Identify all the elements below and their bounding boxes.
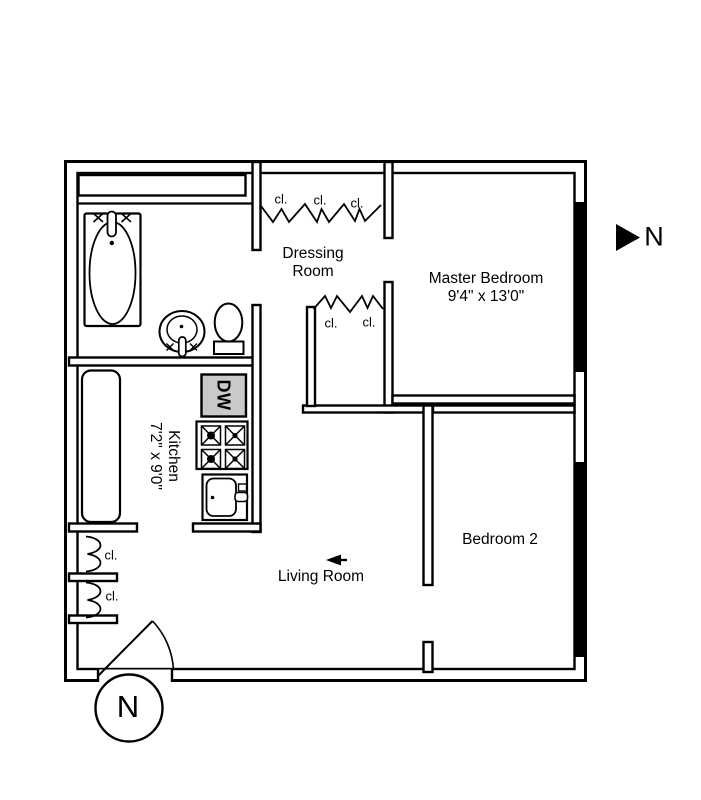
- living-room-label: Living Room: [277, 568, 365, 586]
- dishwasher-icon: [200, 373, 248, 418]
- outer-wall: [64, 160, 587, 682]
- kitchen-sink-icon: [201, 473, 249, 522]
- closet-rod-upper-icon: [260, 202, 382, 225]
- bathroom-sink-icon: [158, 310, 206, 358]
- closet-label: cl.: [324, 315, 338, 331]
- closet-label: cl.: [105, 588, 119, 604]
- window-bedroom2-icon: [574, 462, 587, 657]
- closet-label: cl.: [274, 191, 288, 207]
- bathtub-icon: [83, 210, 142, 328]
- kitchen-dimensions: 7'2" x 9'0": [147, 422, 164, 490]
- compass-icon: [94, 673, 164, 743]
- master-bedroom-label: Master Bedroom 9'4" x 13'0": [428, 270, 544, 305]
- toilet-icon: [213, 302, 245, 355]
- north-arrow-icon: [616, 224, 640, 251]
- living-room-arrow-icon: [326, 554, 347, 566]
- bedroom-2-label: Bedroom 2: [462, 531, 538, 549]
- interior-walls: [67, 160, 576, 674]
- top-closet-shelf: [77, 173, 247, 197]
- dressing-room-label: Dressing Room: [282, 245, 344, 280]
- bifold-door-icon: [85, 581, 102, 619]
- kitchen-counter: [80, 369, 122, 524]
- window-master-icon: [574, 202, 587, 372]
- north-label: N: [644, 221, 664, 252]
- bifold-door-icon: [85, 535, 102, 573]
- closet-rod-lower-icon: [312, 294, 384, 314]
- master-bedroom-dimensions: 9'4" x 13'0": [447, 288, 525, 305]
- closet-label: cl.: [362, 314, 376, 330]
- closet-label: cl.: [104, 547, 118, 563]
- entry-door-swing-icon: [97, 620, 175, 677]
- compass-north-label: N: [116, 689, 140, 725]
- closet-label: cl.: [350, 195, 364, 211]
- closet-label: cl.: [313, 192, 327, 208]
- kitchen-label: Kitchen 7'2" x 9'0": [147, 422, 182, 490]
- stove-icon: [195, 420, 249, 471]
- dishwasher-label: DW: [213, 379, 234, 411]
